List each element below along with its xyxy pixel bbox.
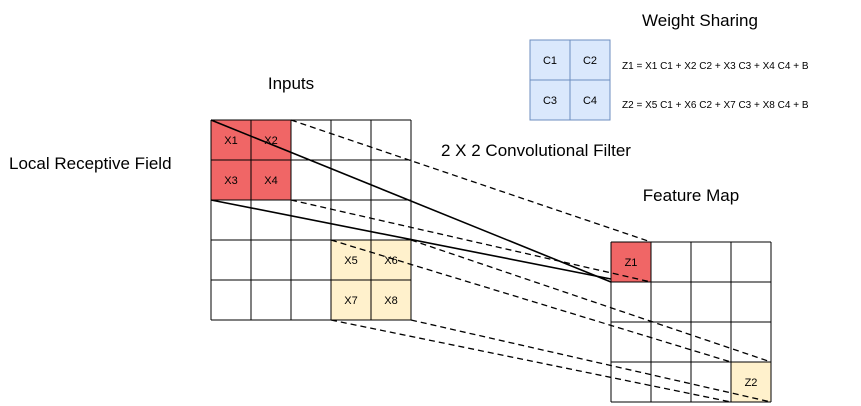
connection-dashed	[410, 239, 772, 363]
equation-z2: Z2 = X5 C1 + X6 C2 + X7 C3 + X8 C4 + B	[622, 100, 809, 111]
filter-weight-c4: C4	[583, 95, 597, 107]
input-cell-x8	[371, 280, 411, 320]
input-cell-x1	[211, 120, 251, 160]
connection-solid	[210, 199, 612, 280]
feature-label-z2: Z2	[745, 377, 758, 389]
input-label-x2: X2	[264, 135, 277, 147]
equation-z1: Z1 = X1 C1 + X2 C2 + X3 C3 + X4 C4 + B	[622, 61, 809, 72]
filter-weight-c1: C1	[543, 55, 557, 67]
input-cell-x7	[331, 280, 371, 320]
input-label-x6: X6	[384, 255, 397, 267]
connection-lines	[210, 119, 772, 403]
connection-dashed	[290, 199, 652, 283]
input-label-x8: X8	[384, 295, 397, 307]
input-cell-x6	[371, 240, 411, 280]
input-cell-x4	[251, 160, 291, 200]
weight-sharing-label: Weight Sharing	[642, 11, 758, 30]
input-cell-x2	[251, 120, 291, 160]
filter-weight-c3: C3	[543, 95, 557, 107]
filter-label: 2 X 2 Convolutional Filter	[441, 141, 631, 160]
inputs-label: Inputs	[268, 74, 314, 93]
feature-map-label: Feature Map	[643, 186, 739, 205]
input-label-x7: X7	[344, 295, 357, 307]
input-label-x3: X3	[224, 175, 237, 187]
connection-dashed	[330, 319, 732, 403]
input-label-x1: X1	[224, 135, 237, 147]
feature-cell-z1	[611, 242, 651, 282]
input-cell-x3	[211, 160, 251, 200]
connection-solid	[210, 119, 612, 283]
feature-label-z1: Z1	[625, 257, 638, 269]
filter-weight-c2: C2	[583, 55, 597, 67]
local-receptive-field-label: Local Receptive Field	[9, 154, 172, 173]
input-label-x4: X4	[264, 175, 277, 187]
connection-dashed	[290, 119, 652, 243]
input-label-x5: X5	[344, 255, 357, 267]
feature-cell-z2	[731, 362, 771, 402]
connection-dashed	[410, 319, 772, 403]
